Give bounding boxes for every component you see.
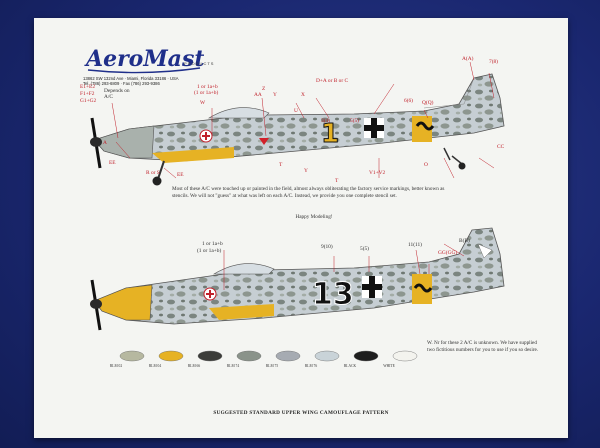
callout-one-or-1a: 1 or 1a+b: [197, 84, 218, 90]
callout2-gg: GG(GG): [438, 250, 458, 256]
swatch-label-black: BLACK: [343, 364, 357, 368]
swatch-rlm66: [197, 350, 223, 362]
wnr-note: W. Nr for these 2 A/C is unknown. We hav…: [427, 340, 539, 353]
callout-y-mid: Y: [304, 168, 308, 174]
footer-caption: SUGGESTED STANDARD UPPER WING CAMOUFLAGE…: [213, 410, 389, 416]
swatch-label-rlm02: RLM 02: [109, 364, 123, 368]
fuselage-number-2: 13: [312, 277, 354, 312]
swatch-rlm76: [314, 350, 340, 362]
callout-y: Y: [273, 92, 277, 98]
color-swatches: [119, 350, 418, 362]
swatch-white: [392, 350, 418, 362]
logo-products-text: PRODUCTS: [184, 61, 215, 66]
depends-note: Depends on A/C: [104, 88, 130, 100]
callout2-11-11: 11(11): [408, 242, 422, 248]
swatch-rlm04: [158, 350, 184, 362]
callout2-one-or-1a: 1 or 1a+b: [202, 241, 223, 247]
callout-cc: CC: [497, 144, 505, 150]
callout2-bb: B(B): [459, 238, 470, 244]
callout-aa: AA: [254, 92, 262, 98]
swatch-rlm74: [236, 350, 262, 362]
stencil-code-1: E1+E2: [80, 84, 96, 90]
callout-z: Z: [262, 86, 266, 92]
callout-v1v2: V1+V2: [369, 170, 386, 176]
svg-text:AeroMaster: AeroMaster: [84, 46, 204, 72]
callout-qq: Q(Q): [422, 100, 434, 106]
swatch-label-rlm76: RLM 76: [304, 364, 318, 368]
callout-ee-mid: EE: [177, 172, 184, 178]
squadron-emblem-2: [203, 287, 217, 301]
callout-w: W: [200, 100, 206, 106]
callout-dabc: D+A or B or C: [316, 78, 349, 84]
swatch-rlm02: [119, 350, 145, 362]
callout-r-or-s: R or S: [146, 170, 160, 176]
swatch-label-rlm75: RLM 75: [265, 364, 279, 368]
squadron-emblem-1: [199, 129, 213, 143]
aircraft-profiles: 1: [90, 61, 505, 362]
callout-3-4: 3(4): [321, 118, 330, 124]
callout2-one-or-1a-paren: (1 or 1a+b): [197, 248, 222, 254]
callout2-5-5: 5(5): [360, 246, 369, 252]
aircraft-profile-2: 13: [90, 227, 505, 331]
callout2-9-10: 9(10): [321, 244, 333, 250]
callout-u: U: [294, 108, 298, 114]
stencil-note: Most of these A/C were touched up or pai…: [172, 186, 445, 199]
heart-emblem-1: [259, 138, 269, 145]
fuselage-number-1: 1: [321, 119, 339, 149]
decal-instruction-sheet: AeroMaster PRODUCTS 13862 SW 132nd Ave ·…: [34, 18, 568, 438]
stencil-code-3: G1+G2: [80, 98, 97, 104]
happy-modeling: Happy Modeling!: [295, 214, 333, 220]
swatch-label-rlm66: RLM 66: [187, 364, 201, 368]
aeromaster-logo: AeroMaster: [84, 46, 204, 74]
swatch-label-white: WHITE: [383, 364, 395, 368]
swatch-label-rlm74: RLM 74: [226, 364, 240, 368]
callout-t-left: T: [279, 162, 283, 168]
aircraft-profile-1: 1: [90, 61, 505, 186]
callout-7-8: 7(8): [489, 59, 498, 65]
callout-t-mid: T: [335, 178, 339, 184]
callout-6-6: 6(6): [404, 98, 413, 104]
callout-5-5: 5(5): [350, 118, 359, 124]
callout-a: A: [103, 140, 107, 146]
swatch-black: [353, 350, 379, 362]
balkenkreuz-2: [362, 276, 382, 298]
callout-x: X: [301, 92, 305, 98]
swatch-label-rlm04: RLM 04: [148, 364, 162, 368]
callout-one-or-1a-paren: (1 or 1a+b): [194, 90, 219, 96]
callout-aa-top: A(A): [462, 56, 474, 62]
company-address: 13862 SW 132nd Ave · Miami, Florida 3318…: [83, 76, 179, 86]
callout-o: O: [424, 162, 428, 168]
callout-ee-left: EE: [109, 160, 116, 166]
balkenkreuz-1: [364, 118, 384, 138]
stencil-code-2: F1+F2: [80, 91, 95, 97]
swatch-rlm75: [275, 350, 301, 362]
